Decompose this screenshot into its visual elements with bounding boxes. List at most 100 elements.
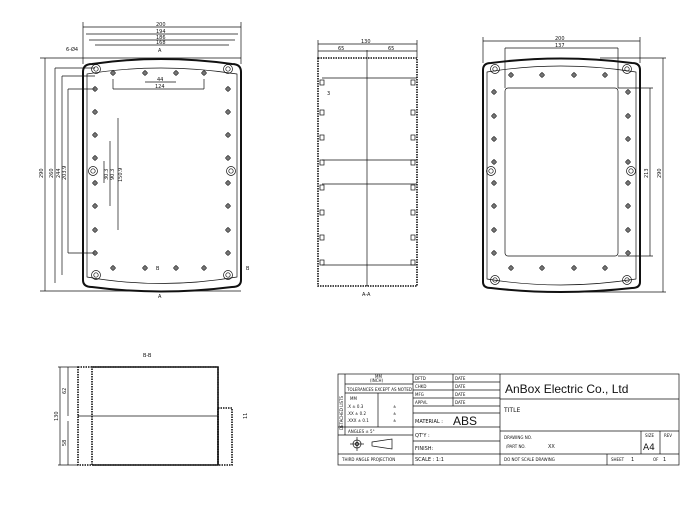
dim-label: 200 [555, 36, 565, 42]
angles-tolerance: ANGLES ± 5° [348, 429, 375, 434]
mounting-lug [223, 64, 233, 74]
projection-label: THIRD ANGLE PROJECTION [341, 457, 395, 462]
screw-hole-icon [142, 265, 148, 271]
part-no-label: /PART NO. [506, 444, 526, 449]
dim-label: 213 [644, 168, 650, 178]
rib-tab [319, 234, 325, 241]
dim-label: 65 [338, 46, 344, 52]
screw-hole-icon [491, 136, 497, 142]
mounting-lug [490, 64, 500, 74]
screw-hole-icon [491, 227, 497, 233]
front-inner-outline [86, 67, 238, 284]
dim-label: 150.9 [118, 168, 124, 182]
screw-hole-icon [142, 70, 148, 76]
sheet-label: SHEET [611, 457, 625, 462]
dim-label: 194 [156, 29, 166, 35]
date-label: DATE [455, 384, 466, 389]
side-label: DETACHED LISTS [339, 396, 344, 430]
dim-label: 290 [657, 168, 663, 178]
screw-hole-icon [491, 159, 497, 165]
rib-tab [410, 234, 416, 241]
inner-window [504, 87, 619, 257]
section-title: B-B [143, 353, 152, 359]
rib-tab [319, 134, 325, 141]
drawing-no-label: DRAWING NO. [504, 435, 532, 440]
mounting-lug [626, 166, 636, 176]
section-a-a-view: 130 65 65 3 A-A [317, 39, 418, 298]
screw-hole-icon [625, 159, 631, 165]
rib-tab [410, 79, 416, 86]
tol-row: .XXX ± 0.1 [347, 418, 369, 423]
screw-hole-icon [571, 72, 577, 78]
dim-label: 130 [361, 39, 371, 45]
mounting-lug [622, 64, 632, 74]
screw-hole-icon [625, 113, 631, 119]
size-value: A4 [643, 443, 655, 453]
tol-inch: ± [393, 404, 396, 409]
screw-hole-icon [225, 132, 231, 138]
screw-hole-icon [92, 109, 98, 115]
screw-hole-icon [602, 72, 608, 78]
mounting-lug [91, 64, 101, 74]
mounting-lug [486, 166, 496, 176]
section-marker: A [158, 48, 162, 54]
dim-label: 186 [156, 35, 166, 41]
mounting-lug [88, 166, 98, 176]
section-marker: B [156, 266, 160, 272]
dim-label: 11 [243, 413, 249, 419]
mounting-lug [622, 275, 632, 285]
rib-tab [410, 109, 416, 116]
dim-label: 203.9 [62, 166, 68, 180]
screw-hole-icon [225, 86, 231, 92]
of-value: 1 [663, 457, 666, 463]
screw-hole-icon [625, 180, 631, 186]
tol-row: .XX ± 0.2 [347, 411, 366, 416]
rib-tab [410, 184, 416, 191]
date-label: DATE [455, 376, 466, 381]
rib-tab [319, 79, 325, 86]
material-label: MATERIAL : [415, 419, 443, 425]
screw-hole-icon [625, 227, 631, 233]
role-appvl: APPVL [415, 400, 428, 405]
mounting-lug [490, 275, 500, 285]
part-no-value: XX [548, 444, 555, 450]
front-view: 200 194 186 168 6-Ø4 290 260 244 203.9 4… [39, 22, 250, 300]
dim-label: 65 [388, 46, 394, 52]
screw-hole-icon [225, 227, 231, 233]
date-label: DATE [455, 392, 466, 397]
rib-tab [319, 259, 325, 266]
section-b-b-view: B-B 130 62 58 11 [54, 353, 249, 466]
dim-label: 30.3 [104, 169, 110, 180]
screw-hole-icon [201, 70, 207, 76]
dim-label: 168 [156, 40, 166, 46]
rib-tab [319, 109, 325, 116]
screw-hole-icon [571, 265, 577, 271]
of-label: OF [653, 457, 659, 462]
back-enclosure-outline [482, 57, 641, 293]
screw-hole-icon [225, 203, 231, 209]
role-dftd: DFTD [415, 376, 426, 381]
screw-hole-icon [92, 180, 98, 186]
mounting-lug [226, 166, 236, 176]
screw-hole-icon [225, 180, 231, 186]
screw-hole-icon [92, 155, 98, 161]
rib-tab [410, 209, 416, 216]
screw-hole-icon [625, 136, 631, 142]
dim-label: 260 [49, 168, 55, 178]
screw-hole-icon [625, 203, 631, 209]
mounting-lug [223, 270, 233, 280]
finish-label: FINISH: [415, 446, 433, 452]
screw-hole-icon [110, 70, 116, 76]
screw-hole-icon [508, 265, 514, 271]
screw-hole-icon [539, 72, 545, 78]
material-value: ABS [453, 414, 477, 428]
third-angle-projection-icon [350, 437, 393, 451]
front-enclosure-outline [82, 58, 242, 293]
tol-inch: ± [393, 418, 396, 423]
unit-header: MM [375, 374, 382, 379]
screw-hole-icon [92, 203, 98, 209]
no-scale-note: DO NOT SCALE DRAWING [504, 457, 555, 462]
role-mfg: MFG [415, 392, 424, 397]
screw-hole-icon [491, 89, 497, 95]
